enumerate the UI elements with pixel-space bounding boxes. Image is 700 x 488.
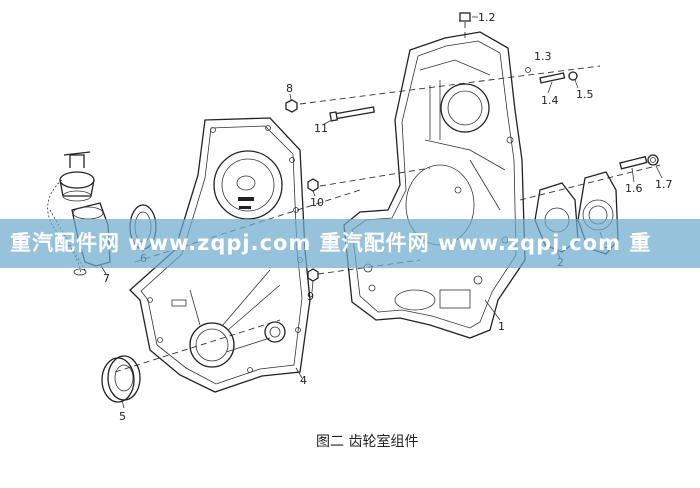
assembly-axis-seal bbox=[114, 319, 281, 373]
callout-8: 8 bbox=[286, 82, 293, 95]
callout-1-4: 1.4 bbox=[541, 94, 559, 107]
callout-1-7: 1.7 bbox=[655, 178, 673, 191]
callout-5: 5 bbox=[119, 410, 126, 423]
bolt-part-10 bbox=[307, 178, 319, 192]
callout-10: 10 bbox=[310, 196, 324, 209]
callout-11: 11 bbox=[314, 122, 328, 135]
watermark-text: 重汽配件网 www.zqpj.com 重汽配件网 www.zqpj.com 重 bbox=[10, 231, 652, 255]
watermark-banner: 重汽配件网 www.zqpj.com 重汽配件网 www.zqpj.com 重 bbox=[0, 219, 700, 268]
oil-seal-part-5 bbox=[101, 355, 141, 403]
plug-part bbox=[459, 12, 471, 22]
callout-9: 9 bbox=[307, 290, 314, 303]
callout-7: 7 bbox=[103, 272, 110, 285]
bolt-part-9 bbox=[307, 268, 319, 282]
nut-part-8 bbox=[285, 99, 298, 113]
figure-caption: 图二 齿轮室组件 bbox=[316, 434, 419, 450]
callout-4: 4 bbox=[300, 374, 307, 387]
callout-1-3: 1.3 bbox=[534, 50, 552, 63]
bolt-part-11 bbox=[329, 106, 376, 122]
assembly-axis-mid bbox=[319, 167, 431, 187]
callout-1-6: 1.6 bbox=[625, 182, 643, 195]
gear-housing bbox=[343, 31, 526, 339]
callout-1-2: 1.2 bbox=[478, 11, 496, 24]
callout-1: 1 bbox=[498, 320, 505, 333]
assembly-axis-right bbox=[519, 164, 661, 201]
stud-parts bbox=[525, 67, 659, 170]
callout-1-5: 1.5 bbox=[576, 88, 594, 101]
assembly-axis-top bbox=[299, 65, 601, 105]
leader-lines bbox=[99, 16, 663, 409]
